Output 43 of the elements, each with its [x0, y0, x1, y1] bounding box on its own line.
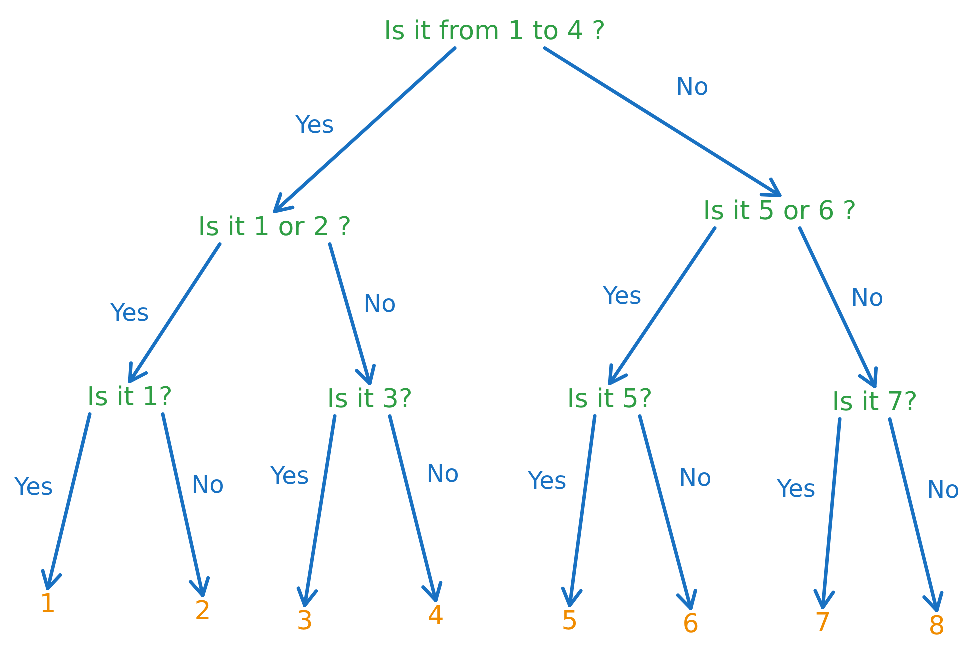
- edge-label: Yes: [296, 111, 334, 139]
- edge-label: Yes: [14, 472, 54, 500]
- arrow: [328, 242, 376, 386]
- arrow: [638, 414, 698, 610]
- answer-label: 8: [924, 610, 950, 644]
- edge-label: No: [676, 73, 709, 101]
- question-text: Is it from 1 to 4 ?: [380, 16, 610, 48]
- arrow: [296, 414, 337, 608]
- answer-label: 4: [424, 600, 448, 634]
- arrow: [888, 418, 944, 612]
- answer-label: 7: [810, 608, 836, 640]
- edge-label: No: [851, 284, 884, 312]
- edge-label: Yes: [110, 299, 150, 327]
- edge-label: Yes: [603, 282, 642, 310]
- edge-label: Yes: [270, 462, 310, 490]
- question-text: Is it 1 or 2 ?: [194, 212, 356, 244]
- answer-label: 5: [558, 606, 582, 638]
- answer-label: 6: [678, 608, 704, 642]
- edge-label: No: [927, 476, 960, 504]
- question-text: Is it 1?: [83, 382, 177, 414]
- answer-label: 1: [36, 588, 60, 622]
- arrow: [814, 418, 842, 610]
- arrow: [798, 226, 878, 388]
- edge-label: No: [364, 290, 396, 318]
- edge-label: No: [679, 464, 712, 492]
- arrow: [161, 412, 210, 598]
- arrow: [388, 414, 443, 602]
- edge-label: Yes: [777, 474, 816, 502]
- edge-label: Yes: [528, 467, 567, 495]
- answer-label: 2: [190, 596, 216, 628]
- edge-label: No: [192, 471, 224, 499]
- question-text: Is it 5?: [563, 384, 657, 416]
- arrow: [543, 46, 782, 198]
- question-text: Is it 7?: [828, 386, 922, 420]
- question-text: Is it 3?: [323, 384, 417, 416]
- question-text: Is it 5 or 6 ?: [699, 196, 861, 228]
- arrow: [41, 412, 92, 590]
- arrow: [273, 46, 457, 214]
- arrow: [608, 226, 717, 386]
- edge-label: No: [426, 460, 460, 488]
- answer-label: 3: [292, 606, 318, 638]
- arrow: [128, 242, 222, 384]
- arrow: [561, 414, 597, 608]
